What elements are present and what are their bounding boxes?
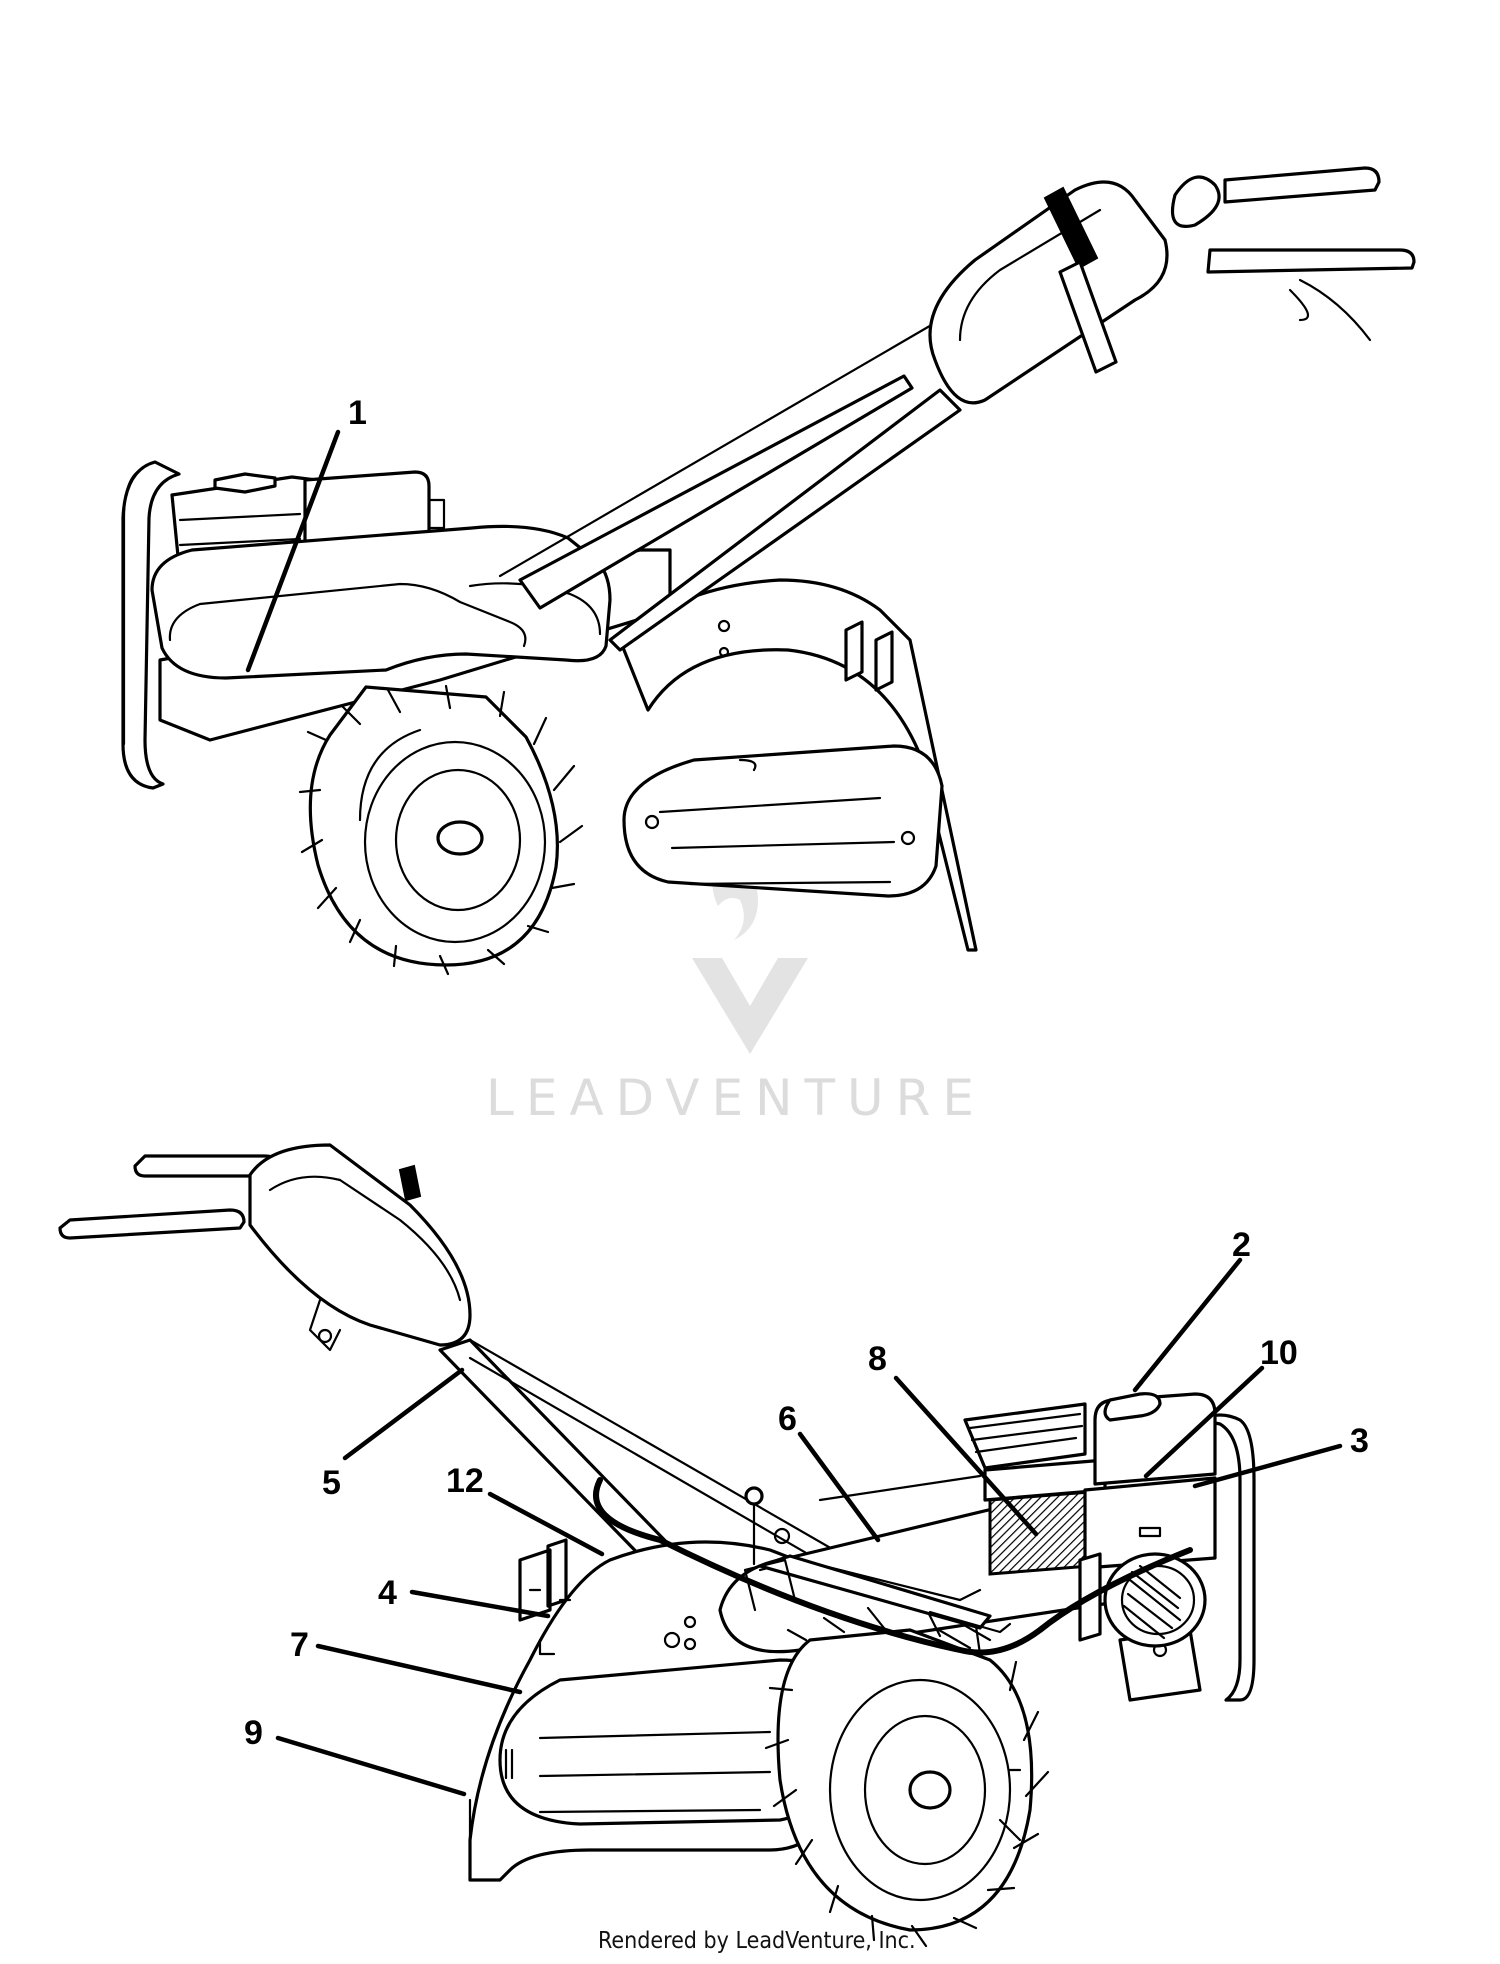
callout-1: 1: [245, 394, 367, 673]
callout-5-label: 5: [322, 1464, 341, 1502]
callout-4: 4: [378, 1574, 551, 1619]
callout-8-label: 8: [868, 1340, 887, 1378]
callout-4-label: 4: [378, 1574, 397, 1612]
fuel-cap: [213, 472, 277, 494]
callout-9: 9: [244, 1714, 467, 1797]
watermark-text: LEADVENTURE: [486, 1069, 986, 1127]
handle-assembly-top: [498, 166, 1416, 652]
callout-5: 5: [322, 1367, 465, 1502]
callout-1-label: 1: [348, 394, 367, 432]
callout-7: 7: [290, 1626, 523, 1695]
tiller-top-view: [121, 166, 1416, 976]
callout-3: 3: [1192, 1422, 1369, 1489]
tiller-bottom-view: [58, 1143, 1256, 1948]
footer-credit: Rendered by LeadVenture, Inc.: [598, 1928, 916, 1954]
rear-bumper: [1198, 1413, 1256, 1702]
control-cable: [593, 1477, 1193, 1656]
callout-10-label: 10: [1260, 1334, 1298, 1372]
engine-bottom: [963, 1392, 1217, 1648]
wheel-top: [298, 684, 584, 976]
watermark: LEADVENTURE: [486, 860, 986, 1127]
callout-6: 6: [778, 1400, 881, 1543]
callout-2: 2: [1132, 1226, 1251, 1393]
transmission-cover: [150, 524, 612, 680]
tine-hood-top: [618, 578, 978, 952]
callout-12: 12: [446, 1462, 605, 1557]
wheel-bottom: [764, 1606, 1050, 1948]
callout-8: 8: [868, 1340, 1039, 1537]
callout-12-label: 12: [446, 1462, 484, 1500]
callout-10: 10: [1143, 1334, 1298, 1479]
callout-7-label: 7: [290, 1626, 309, 1664]
watermark-logo-v: [692, 958, 808, 1054]
callout-3-label: 3: [1350, 1422, 1369, 1460]
callout-2-label: 2: [1232, 1226, 1251, 1264]
callout-6-label: 6: [778, 1400, 797, 1438]
callout-9-label: 9: [244, 1714, 263, 1752]
